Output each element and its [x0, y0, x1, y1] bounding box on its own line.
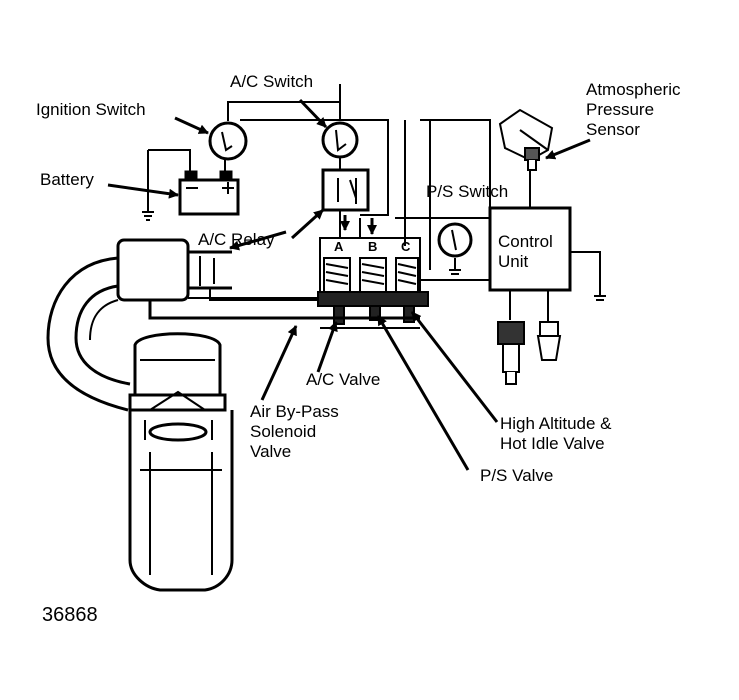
atmospheric-pressure-sensor-label: Atmospheric Pressure Sensor — [586, 80, 681, 139]
temperature-sensor-symbol — [497, 321, 525, 385]
valve-a-label: A — [334, 239, 344, 254]
throttle-body-assembly — [46, 238, 320, 592]
bulb-sensor-symbol — [536, 321, 562, 361]
valve-assembly — [300, 237, 429, 329]
leader-arrows — [107, 98, 591, 471]
valve-c-label: C — [401, 239, 411, 254]
ac-switch-symbol — [321, 121, 359, 159]
ac-valve-label: A/C Valve — [306, 370, 381, 389]
battery-label: Battery — [40, 170, 94, 189]
ps-switch-label: P/S Switch — [426, 182, 509, 201]
control-unit-label: Control Unit — [498, 232, 553, 271]
ignition-switch-label: Ignition Switch — [36, 100, 146, 119]
atmospheric-pressure-sensor-symbol — [498, 108, 554, 171]
valve-b-label: B — [368, 239, 378, 254]
ac-relay-label: A/C Relay — [198, 230, 275, 249]
ps-switch-symbol — [437, 222, 473, 258]
air-bypass-solenoid-valve-label: Air By-Pass Solenoid Valve — [250, 402, 339, 461]
control-unit-box — [488, 206, 572, 292]
ac-switch-label: A/C Switch — [230, 72, 314, 91]
wiring — [142, 84, 606, 322]
ac-relay-symbol — [321, 168, 370, 212]
figure-number: 36868 — [42, 604, 98, 626]
high-altitude-hot-idle-valve-label: High Altitude & Hot Idle Valve — [500, 414, 612, 453]
ps-valve-label: P/S Valve — [480, 466, 554, 485]
battery-symbol — [178, 170, 240, 216]
ignition-switch-symbol — [208, 121, 248, 161]
